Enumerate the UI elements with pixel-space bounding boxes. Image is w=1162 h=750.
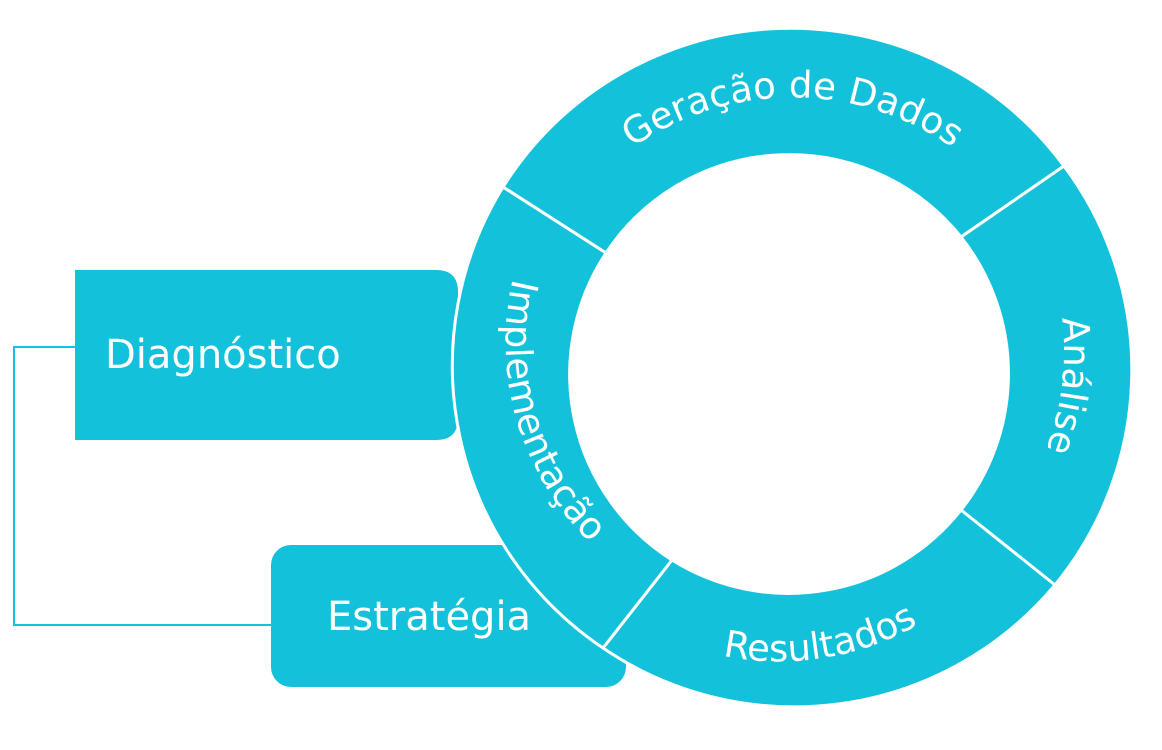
segment-implementacao[interactable] xyxy=(450,185,674,650)
diagnostico-box[interactable]: Diagnóstico xyxy=(75,270,458,440)
segment-analise[interactable] xyxy=(959,164,1134,587)
segment-resultados[interactable] xyxy=(601,508,1057,709)
estrategia-label: Estratégia xyxy=(327,594,531,640)
diagnostico-label: Diagnóstico xyxy=(105,332,341,378)
cycle-ring xyxy=(450,26,1134,709)
segment-geracao-de-dados[interactable] xyxy=(501,26,1066,255)
connector-line xyxy=(13,346,272,626)
